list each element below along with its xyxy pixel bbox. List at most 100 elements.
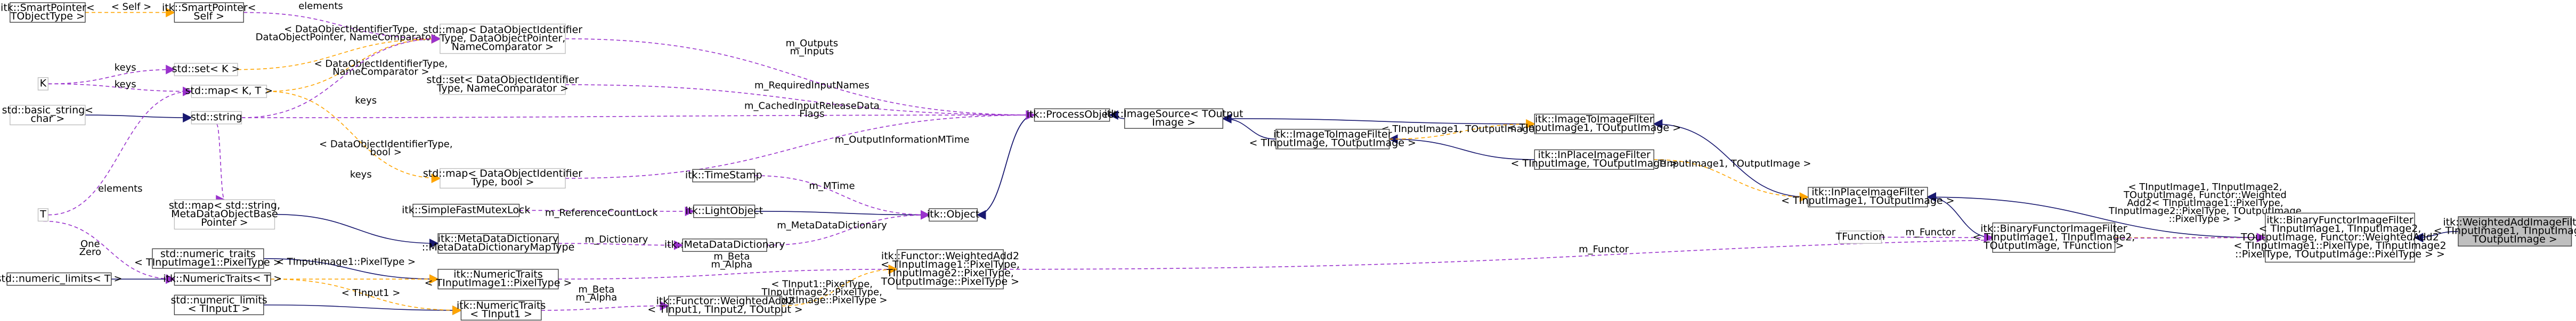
class-node-box (440, 74, 566, 95)
class-node-box (174, 199, 275, 230)
class-node-box (1124, 108, 1223, 129)
class-node[interactable]: itk::SimpleFastMutexLock (402, 203, 531, 217)
class-node[interactable]: itk::InPlaceImageFilter< TInputImage, TO… (1511, 149, 1678, 170)
template-edge (237, 34, 441, 70)
class-node-label: std::map< DataObjectIdentifier (423, 168, 582, 179)
class-node-box (1534, 113, 1654, 134)
class-node[interactable]: itk::Functor::WeightedAdd2< TInputImage1… (881, 249, 1020, 290)
class-node[interactable]: itk::SmartPointer<TObjectType > (1, 2, 95, 23)
class-node-label: itk::NumericTraits (457, 300, 546, 311)
class-node-box (460, 300, 542, 321)
class-node-box (6, 272, 112, 286)
class-node[interactable]: std::string (191, 111, 242, 125)
class-node[interactable]: std::basic_string<char > (2, 104, 94, 126)
inheritance-edge (85, 113, 193, 123)
edge-label: m_Beta (713, 251, 750, 262)
class-node-box (2458, 216, 2572, 246)
class-node[interactable]: itk::BinaryFunctorImageFilter< TInputIma… (1972, 223, 2135, 253)
edge-label: m_CachedInputReleaseData (744, 100, 880, 111)
class-node-label: < TInputImage1, TInputImage2, (1972, 231, 2135, 243)
class-node-label: itk::Functor::WeightedAdd2 (656, 295, 794, 307)
class-node-label: itk::WeightedAddImageFilter (2443, 217, 2576, 228)
class-node-label: itk::Object (927, 209, 979, 220)
inheritance-edge (2414, 231, 2458, 243)
class-node[interactable]: itk::MetaDataDictionary (664, 238, 785, 252)
edge-label: keys (115, 62, 136, 73)
class-node-label: itk::ImageToImageFilter (1535, 113, 1654, 125)
class-node[interactable]: std::map< DataObjectIdentifierType, bool… (423, 168, 582, 189)
class-node[interactable]: K (37, 77, 49, 90)
class-node-box (152, 248, 264, 269)
class-node-label: TOutputImage > (2472, 234, 2557, 245)
class-node-label: < TInputImage1::PixelType, TInputImage2 (2233, 240, 2446, 251)
class-node[interactable]: T (37, 208, 49, 222)
class-node[interactable]: itk::Functor::WeightedAdd2< TInput1, TIn… (647, 295, 803, 316)
class-node[interactable]: std::set< K > (172, 63, 240, 77)
edge-label: < TInputImage1::PixelType > (276, 256, 416, 267)
class-node-label: TOutputImage, TFunction > (1983, 240, 2124, 251)
class-node-box (440, 23, 566, 54)
inheritance-edge (1926, 192, 1993, 238)
class-node[interactable]: std::map< K, T > (185, 85, 273, 98)
usage-edge (48, 86, 193, 216)
class-node[interactable]: itk::ImageSource< TOutputImage > (1104, 108, 1244, 129)
edge-label: < Self > (111, 1, 151, 12)
class-node[interactable]: itk::SmartPointer<Self > (162, 2, 256, 23)
class-node-label: MetaDataObjectBase (171, 208, 278, 220)
class-node-label: std::map< K, T > (185, 85, 273, 97)
inheritance-edge (1222, 113, 1276, 140)
usage-edge (565, 38, 1036, 120)
class-node[interactable]: itk::NumericTraits< TInput1 > (457, 300, 546, 321)
edge-label: ::PixelType > > (2169, 213, 2242, 225)
class-node[interactable]: std::map< std::string,MetaDataObjectBase… (169, 199, 280, 230)
edge-label: keys (115, 79, 136, 90)
class-node-label: itk::LightObject (685, 205, 763, 217)
edge-label: bool > (370, 146, 402, 158)
class-node[interactable]: itk::NumericTraits< TInputImage1::PixelT… (425, 268, 572, 290)
edge-label: keys (355, 95, 377, 106)
class-node[interactable]: itk::TimeStamp (685, 169, 762, 183)
class-node-box (1275, 129, 1390, 150)
class-node-box (440, 168, 566, 189)
inheritance-edge (1926, 192, 2265, 238)
edge-label: < DataObjectIdentifierType, (284, 23, 418, 35)
edge-label: Zero (79, 246, 101, 258)
class-node[interactable]: itk::ImageToImageFilter< TInputImage, TO… (1249, 128, 1416, 150)
inheritance-edge (263, 304, 462, 315)
usage-edge (43, 220, 176, 284)
class-node-label: < TInput1, TInput2, TOutput > (647, 304, 802, 316)
class-node[interactable]: itk::BinaryFunctorImageFilter< TInputIma… (2233, 212, 2447, 263)
class-node[interactable]: std::numeric_traits< TInputImage1::Pixel… (134, 248, 282, 269)
class-node[interactable]: std::set< DataObjectIdentifierType, Name… (426, 74, 579, 95)
class-node[interactable]: TFunction (1835, 231, 1885, 244)
class-node[interactable]: itk::MetaDataDictionary::MetaDataDiction… (422, 233, 575, 254)
class-node[interactable]: itk::Object (927, 208, 979, 222)
class-node[interactable]: itk::InPlaceImageFilter< TInputImage1, T… (1781, 186, 1955, 208)
class-node-label: std::map< std::string, (169, 200, 280, 211)
class-node[interactable]: itk::ImageToImageFilter< TInputImage1, T… (1507, 113, 1681, 134)
class-node-label: < TInputImage1, TInputImage2, (2259, 223, 2421, 234)
class-node-label: T (39, 209, 46, 220)
class-node[interactable]: std::numeric_limits< TInput1 > (170, 294, 267, 315)
class-node-box (668, 295, 783, 316)
class-node-label: Type, bool > (470, 176, 534, 188)
class-node-box (692, 169, 755, 183)
class-node[interactable]: itk::NumericTraits< T > (163, 272, 282, 286)
class-node[interactable]: itk::ProcessObject (1027, 108, 1118, 122)
edge-label: m_RequiredInputNames (754, 80, 869, 91)
edge-label: TInputImage2::PixelType, (761, 286, 882, 298)
edge-label: < TInput1 > (342, 287, 401, 299)
class-node-box (437, 233, 559, 254)
template-edge (1654, 159, 1809, 202)
class-node-box (1034, 108, 1110, 122)
edge-label: < TInputImage1, TInputImage2, (2128, 182, 2282, 193)
class-node[interactable]: std::map< DataObjectIdentifierType, Data… (423, 23, 582, 54)
class-node[interactable]: std::numeric_limits< T > (0, 272, 122, 286)
class-node[interactable]: itk::LightObject (685, 204, 763, 218)
class-node-label: std::numeric_traits (160, 248, 256, 260)
usage-edge (216, 124, 226, 204)
edge-label: m_Functor (1905, 227, 1956, 238)
class-node[interactable]: itk::WeightedAddImageFilter< TInputImage… (2434, 216, 2576, 246)
class-node-label: < TInput1 > (470, 308, 532, 320)
